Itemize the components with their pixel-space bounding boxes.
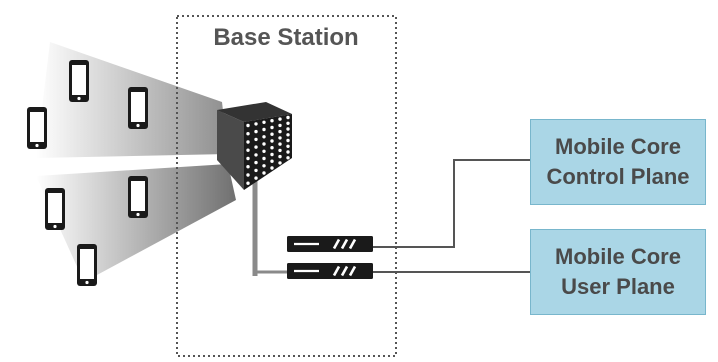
- antenna-element-dot: [262, 164, 266, 168]
- user-plane-label: Mobile Core User Plane: [555, 244, 681, 299]
- antenna-element-dot: [286, 150, 290, 154]
- antenna-element-dot: [286, 156, 290, 160]
- antenna-element-dot: [246, 148, 250, 152]
- antenna-element-dot: [286, 138, 290, 143]
- control-plane-label: Mobile Core Control Plane: [546, 134, 690, 189]
- antenna-element-dot: [278, 142, 282, 146]
- antenna-element-dot: [262, 127, 266, 132]
- antenna-element-dot: [254, 176, 258, 180]
- antenna-element-dot: [254, 145, 258, 149]
- antenna-panel-icon: [217, 102, 292, 190]
- antenna-mast: [252, 176, 287, 276]
- antenna-element-dot: [270, 152, 274, 157]
- antenna-element-dot: [246, 132, 250, 136]
- server-unit-icon: [285, 234, 375, 254]
- antenna-element-dot: [262, 171, 266, 175]
- antenna-element-dot: [278, 129, 282, 134]
- server-unit-icon: [285, 261, 375, 281]
- antenna-element-dot: [246, 156, 250, 161]
- antenna-element-dot: [262, 156, 266, 161]
- antenna-element-dot: [286, 144, 290, 148]
- antenna-element-dot: [270, 125, 274, 130]
- antenna-element-dot: [278, 161, 282, 165]
- antenna-element-dot: [246, 140, 250, 144]
- antenna-element-dot: [270, 159, 274, 163]
- antenna-element-dot: [246, 173, 250, 177]
- antenna-element-dot: [270, 146, 274, 150]
- antenna-element-dot: [278, 117, 282, 121]
- phone-icon: [128, 87, 148, 129]
- antenna-element-dot: [270, 132, 274, 136]
- phone-icon: [69, 60, 89, 102]
- antenna-element-dot: [286, 127, 290, 131]
- phone-icon: [45, 188, 65, 230]
- antenna-element-dot: [254, 153, 258, 157]
- phone-icon: [128, 176, 148, 218]
- antenna-element-dot: [246, 165, 250, 169]
- mobile-core-user-plane-box: Mobile Core User Plane: [530, 229, 706, 315]
- antenna-element-dot: [246, 123, 250, 128]
- phone-icon: [77, 244, 97, 286]
- antenna-element-dot: [262, 120, 266, 125]
- antenna-element-dot: [262, 142, 266, 146]
- antenna-element-dot: [254, 160, 258, 165]
- antenna-element-dot: [254, 122, 258, 126]
- antenna-element-dot: [270, 139, 274, 143]
- antenna-element-dot: [286, 133, 290, 137]
- link-to-control-plane: [373, 159, 530, 248]
- antenna-element-dot: [254, 137, 258, 142]
- antenna-element-dot: [270, 166, 274, 170]
- antenna-element-dot: [262, 135, 266, 139]
- antenna-element-dot: [278, 123, 282, 128]
- antenna-element-dot: [278, 136, 282, 140]
- antenna-element-dot: [286, 121, 290, 126]
- antenna-element-dot: [246, 181, 250, 185]
- base-station-title: Base Station: [213, 24, 359, 51]
- antenna-element-dot: [286, 115, 290, 120]
- mobile-core-control-plane-box: Mobile Core Control Plane: [530, 119, 706, 205]
- antenna-element-dot: [254, 168, 258, 173]
- antenna-element-dot: [262, 149, 266, 153]
- phone-icon: [27, 107, 47, 149]
- antenna-element-dot: [278, 148, 282, 153]
- antenna-element-dot: [254, 129, 258, 134]
- antenna-element-dot: [278, 154, 282, 159]
- antenna-element-dot: [270, 119, 274, 123]
